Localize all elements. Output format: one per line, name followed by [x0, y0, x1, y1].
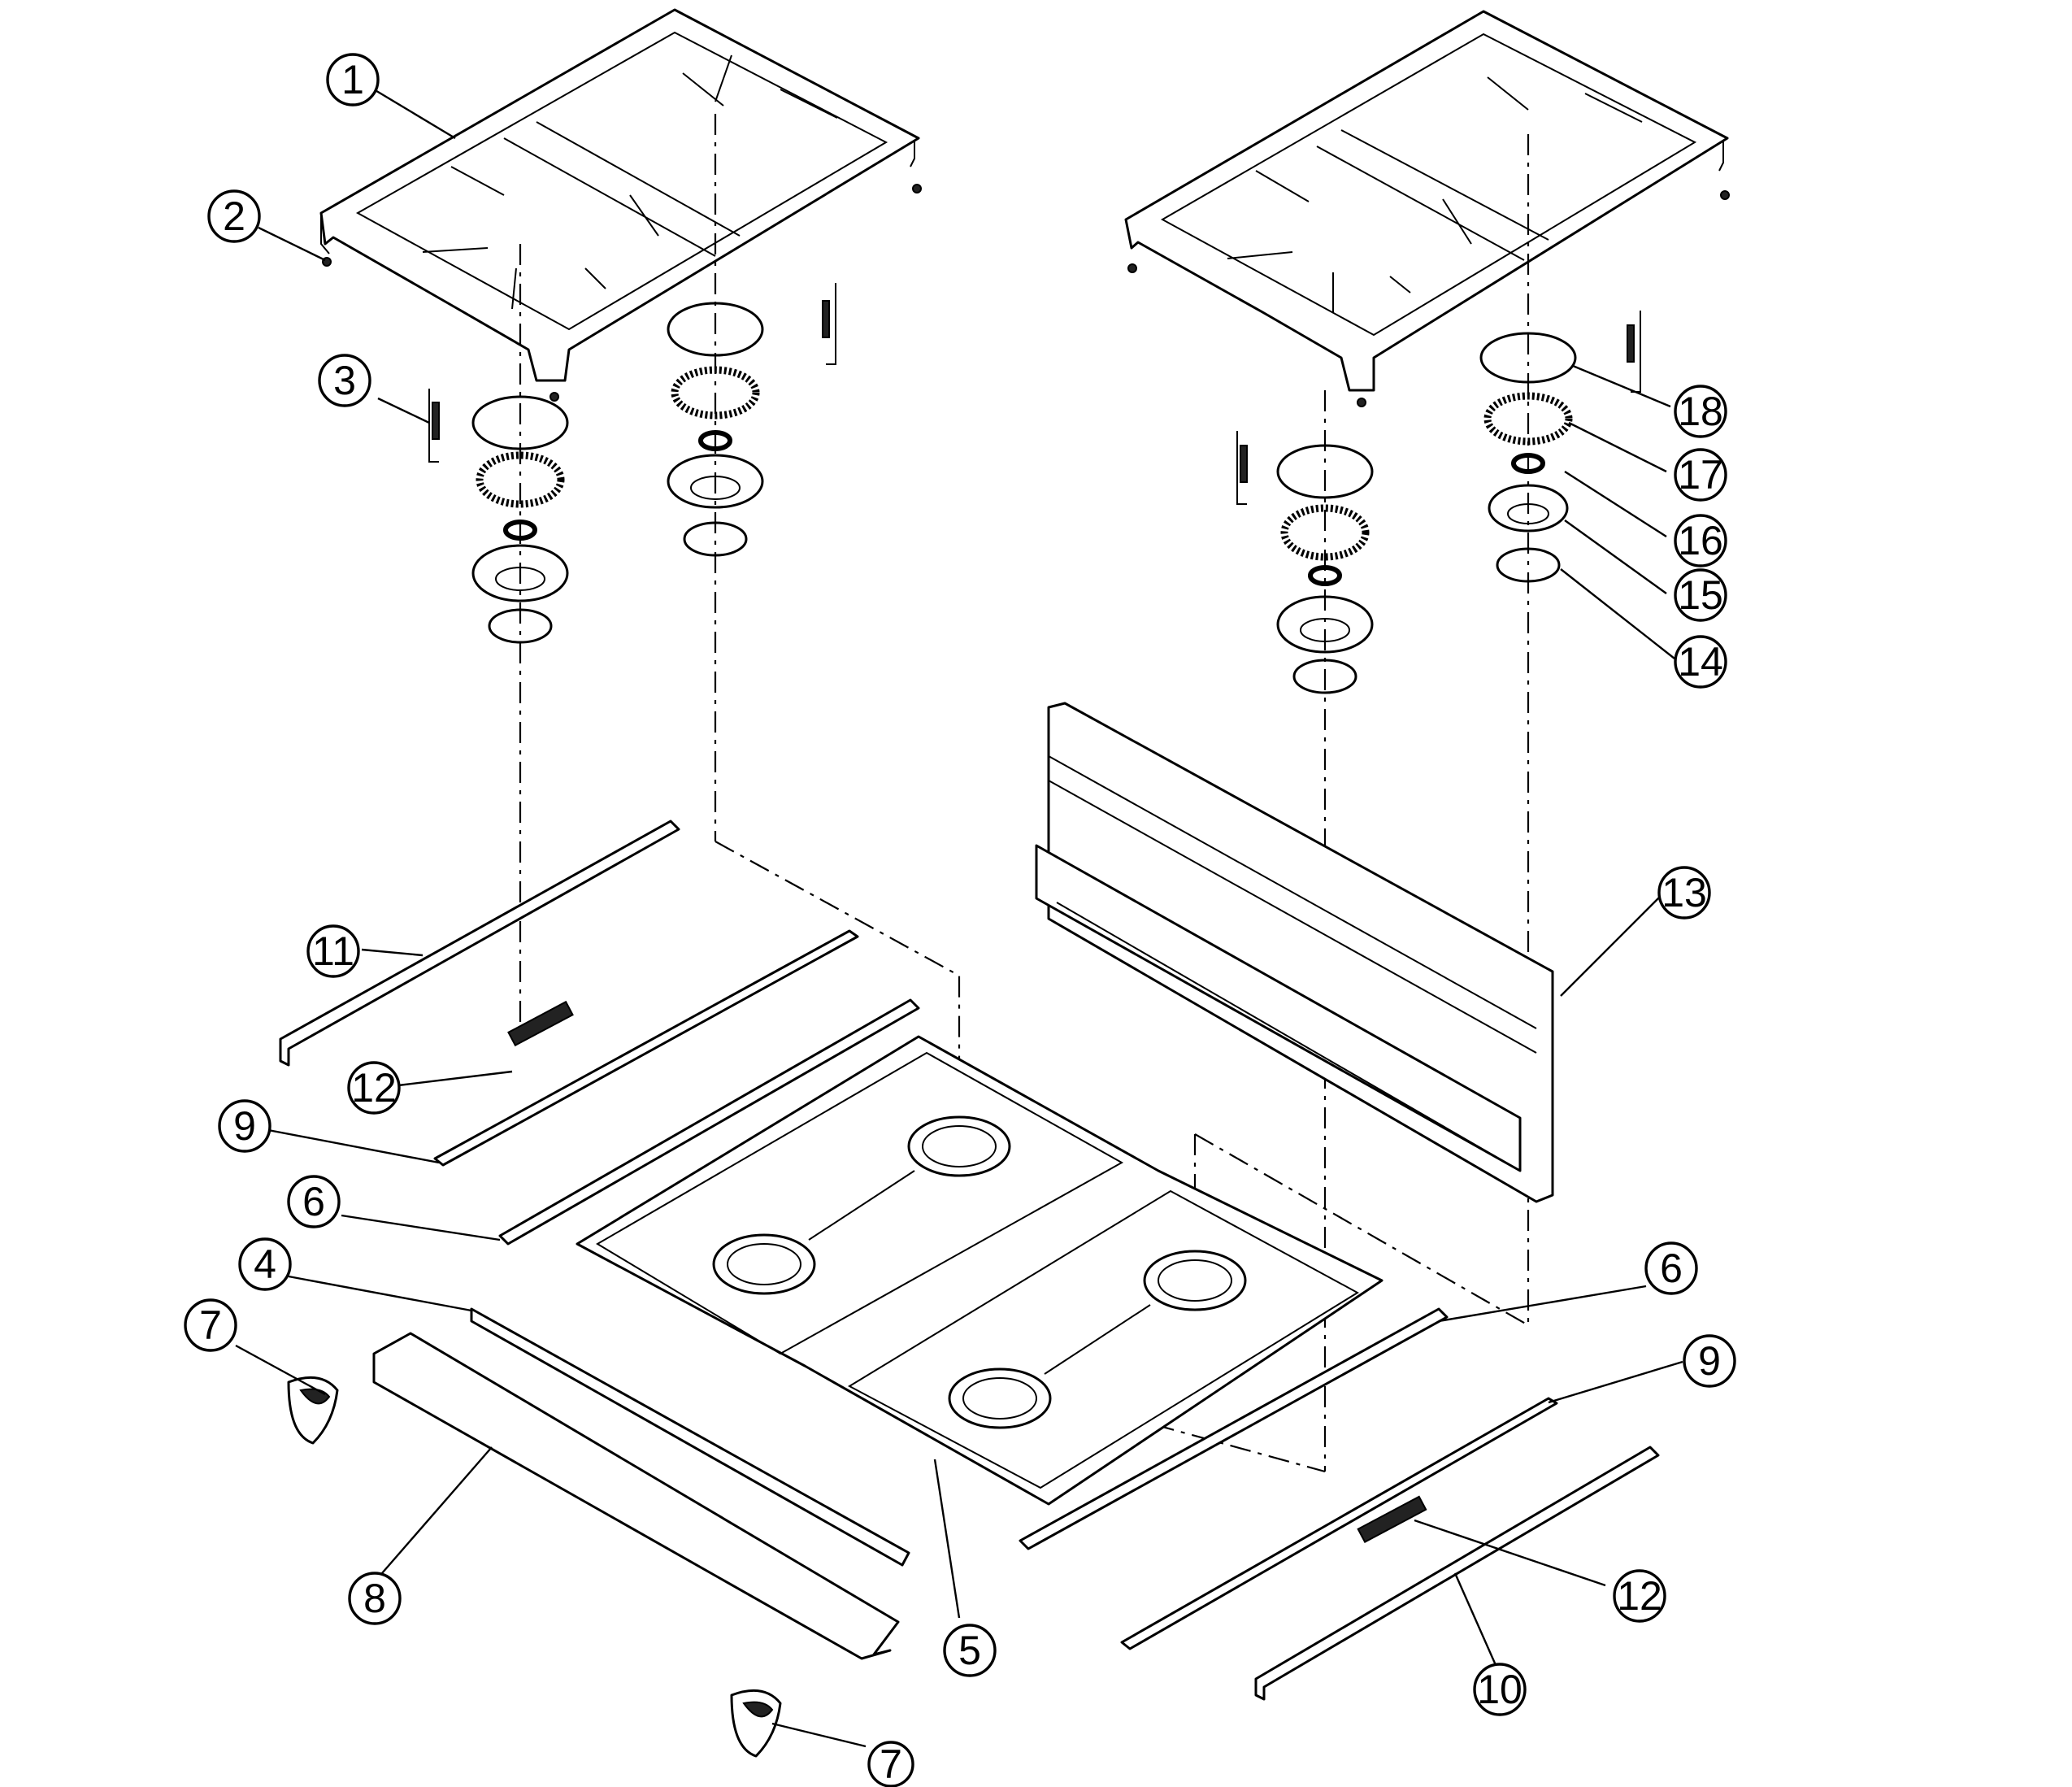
callout-3: 3 [318, 354, 371, 407]
cooktop-burner-pan [576, 1035, 1384, 1506]
callout-9-left: 9 [218, 1099, 271, 1153]
svg-text:9: 9 [1698, 1338, 1721, 1384]
callout-7-right: 7 [867, 1741, 914, 1787]
callout-17: 17 [1674, 448, 1727, 502]
grate-screws [322, 184, 1730, 407]
callout-6-left: 6 [287, 1175, 341, 1228]
callout-18: 18 [1674, 385, 1727, 438]
callout-2: 2 [207, 189, 261, 243]
callout-11: 11 [306, 924, 360, 978]
callout-8: 8 [348, 1572, 402, 1625]
callout-1: 1 [326, 53, 380, 107]
svg-text:10: 10 [1477, 1667, 1523, 1712]
right-burner-grate [1124, 10, 1729, 392]
left-burner-grate [319, 8, 920, 382]
svg-text:14: 14 [1678, 639, 1723, 685]
svg-text:3: 3 [333, 358, 356, 403]
callout-16: 16 [1674, 514, 1727, 567]
svg-text:6: 6 [1660, 1246, 1683, 1291]
callout-5: 5 [943, 1624, 997, 1677]
svg-text:1: 1 [341, 57, 364, 102]
svg-text:4: 4 [254, 1241, 276, 1287]
svg-text:16: 16 [1678, 518, 1723, 563]
svg-text:12: 12 [1617, 1573, 1662, 1619]
knob-right [730, 1689, 782, 1758]
callout-9-right: 9 [1683, 1334, 1736, 1388]
svg-text:7: 7 [199, 1302, 222, 1348]
callout-4: 4 [238, 1237, 292, 1291]
svg-text:18: 18 [1678, 389, 1723, 434]
svg-text:2: 2 [223, 193, 245, 239]
callout-15: 15 [1674, 568, 1727, 622]
callout-13: 13 [1657, 866, 1711, 920]
callout-14: 14 [1674, 635, 1727, 689]
callout-7-left: 7 [184, 1298, 237, 1352]
leader-lines [235, 88, 1683, 1748]
svg-text:12: 12 [351, 1065, 397, 1111]
callout-6-right: 6 [1644, 1241, 1698, 1295]
rails-and-brackets [279, 820, 1660, 1701]
callout-10: 10 [1473, 1663, 1527, 1716]
svg-text:6: 6 [302, 1179, 325, 1224]
svg-text:8: 8 [363, 1576, 386, 1621]
callout-12-left: 12 [347, 1061, 401, 1115]
svg-text:13: 13 [1662, 870, 1707, 915]
svg-text:5: 5 [958, 1628, 981, 1673]
callout-12-right: 12 [1613, 1569, 1666, 1623]
svg-text:11: 11 [312, 928, 354, 974]
svg-text:9: 9 [233, 1103, 256, 1149]
svg-text:7: 7 [880, 1741, 902, 1787]
svg-text:15: 15 [1678, 572, 1723, 618]
svg-text:17: 17 [1678, 452, 1723, 498]
backguard [1035, 702, 1554, 1203]
